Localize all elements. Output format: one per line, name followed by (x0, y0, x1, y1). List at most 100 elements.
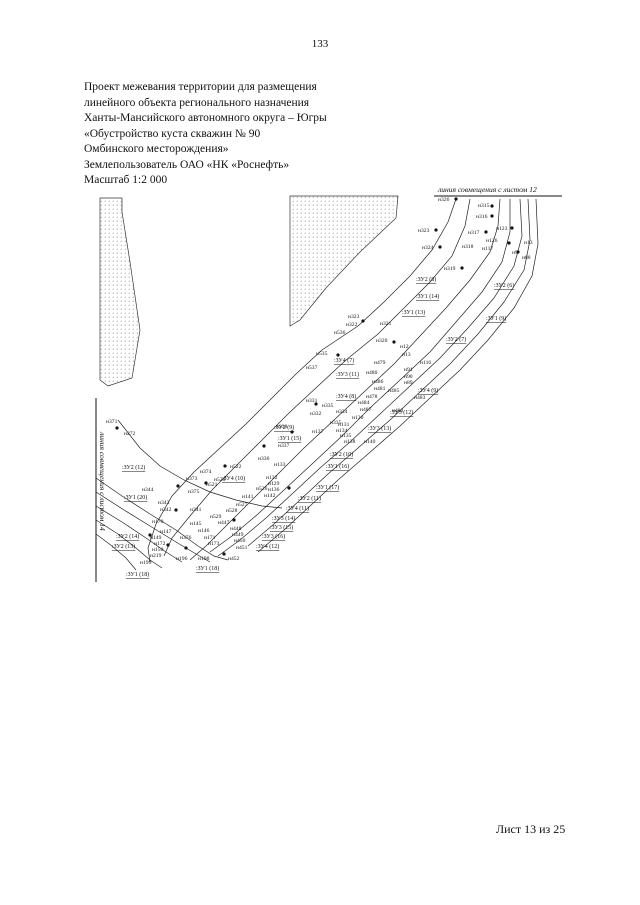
point-label: н483 (414, 395, 426, 401)
point-label: н117 (482, 246, 493, 252)
point-label: н322 (346, 322, 358, 328)
point-label: н522 (230, 464, 242, 470)
point-label: н140 (364, 439, 376, 445)
zone-label: :ЗУ4 (11) (286, 505, 309, 512)
point-label: н315 (478, 203, 490, 209)
point-label: н485 (388, 388, 400, 394)
point-label: н334 (336, 409, 348, 415)
point-label: н320 (376, 338, 388, 344)
point-label: н487 (360, 407, 372, 413)
point-label: н342 (160, 507, 172, 513)
point-label: н478 (366, 394, 378, 400)
corridor-lines (95, 198, 539, 571)
zone-label: :ЗУ3 (16) (262, 533, 285, 540)
point-label: н527 (236, 502, 248, 508)
point-label: н133 (274, 462, 286, 468)
point-label: н90 (404, 374, 413, 380)
zone-label: :ЗУ1 (15) (278, 435, 301, 442)
zone-label: :ЗУ1 (16) (326, 463, 349, 470)
point-label: н199 (140, 560, 152, 566)
point-label: н149 (150, 535, 162, 541)
point-label: н335 (330, 420, 342, 426)
point-label: н374 (200, 469, 212, 475)
point-label: н323 (348, 314, 360, 320)
zone-label: :ЗУ2 (11) (298, 495, 321, 502)
point-label: н484 (358, 400, 370, 406)
point-label: н481 (374, 386, 386, 392)
zone-label: :ЗУ1 (20) (124, 494, 147, 501)
point-label: н535 (316, 351, 328, 357)
title-line: линейного объекта регионального назначен… (84, 96, 310, 109)
point-label: н449 (232, 532, 244, 538)
zone-label: :ЗУ2 (13) (112, 543, 135, 550)
zone-label: :ЗУ3 (11) (336, 371, 359, 378)
point-label: н88 (522, 255, 531, 261)
zone-label: :ЗУ4 (7) (334, 357, 354, 364)
point-label: н321 (380, 321, 392, 327)
point-label: н326 (438, 197, 450, 203)
zone-label: :ЗУ2 (7) (446, 336, 466, 343)
point-label: н536 (334, 330, 346, 336)
point-label: н150 (152, 547, 164, 553)
point-label: н376 (180, 535, 192, 541)
point-label: н371 (106, 419, 118, 425)
point-label: н526 (256, 486, 268, 492)
page-number: 133 (311, 38, 329, 50)
point-label: н316 (476, 214, 488, 220)
point-label: н132 (266, 475, 278, 481)
zone-label: :ЗУ4 (9) (418, 387, 438, 394)
zone-labels: :ЗУ2 (8) :ЗУ1 (14) :ЗУ2 (6) :ЗУ1 (13) :З… (112, 276, 515, 579)
zone-label: :ЗУ1 (18) (196, 565, 219, 572)
point-label: н198 (198, 556, 210, 562)
terrain-area-right (289, 195, 399, 327)
terrain-area-left (99, 197, 141, 387)
point-label: н142 (264, 493, 276, 499)
zone-label: :ЗУ1 (13) (402, 309, 425, 316)
point-label: н373 (186, 476, 198, 482)
zone-label: :ЗУ3 (14) (272, 515, 295, 522)
zone-label: :ЗУ4 (10) (222, 475, 245, 482)
point-label: н317 (468, 230, 480, 236)
point-label: н130 (352, 415, 364, 421)
point-label: н482 (392, 408, 404, 414)
match-line-left-label: линия совмещения с листом 14 (98, 431, 107, 531)
zone-label: :ЗУ3 (12) (390, 409, 413, 416)
point-label: н331 (306, 398, 318, 404)
zone-label: :ЗУ2 (10) (330, 451, 353, 458)
point-label: н89 (404, 380, 413, 386)
point-label: н116 (420, 360, 431, 366)
point-label: н336 (258, 456, 270, 462)
point-label: н147 (160, 529, 172, 535)
point-label: н141 (242, 494, 254, 500)
point-label: н375 (188, 489, 200, 495)
point-label: н137 (312, 429, 324, 435)
title-line: Ханты-Мансийского автономного округа – Ю… (84, 112, 327, 124)
point-label: н479 (374, 360, 386, 366)
zone-label: :ЗУ3 (15) (270, 524, 293, 531)
point-label: н145 (190, 521, 202, 527)
point-label: н537 (306, 365, 318, 371)
title-line: Омбинского месторождения» (84, 143, 229, 155)
point-label: н9 (512, 250, 518, 256)
match-line-top-label: линия совмещения с листом 12 (437, 185, 537, 194)
point-label: н451 (236, 545, 248, 551)
point-label: н335 (322, 403, 334, 409)
point-label: н146 (198, 528, 210, 534)
point-label: н319 (444, 266, 456, 272)
zone-label: :ЗУ2 (14) (116, 533, 139, 540)
point-label: н521 (206, 482, 218, 488)
point-label: н138 (344, 439, 356, 445)
point-label: н134 (336, 428, 348, 434)
zone-label: :ЗУ1 (18) (126, 571, 149, 578)
point-label: н12 (400, 344, 409, 350)
point-label: н136 (268, 487, 280, 493)
point-label: н13 (524, 240, 533, 246)
point-label: н529 (210, 514, 222, 520)
point-label: н272 (124, 431, 136, 437)
point-label: н173 (208, 541, 220, 547)
point-label: н452 (228, 556, 240, 562)
title-line: Землепользователь ОАО «НК «Роснефть» (84, 158, 290, 171)
point-label: н135 (340, 433, 352, 439)
point-label: н344 (142, 487, 154, 493)
